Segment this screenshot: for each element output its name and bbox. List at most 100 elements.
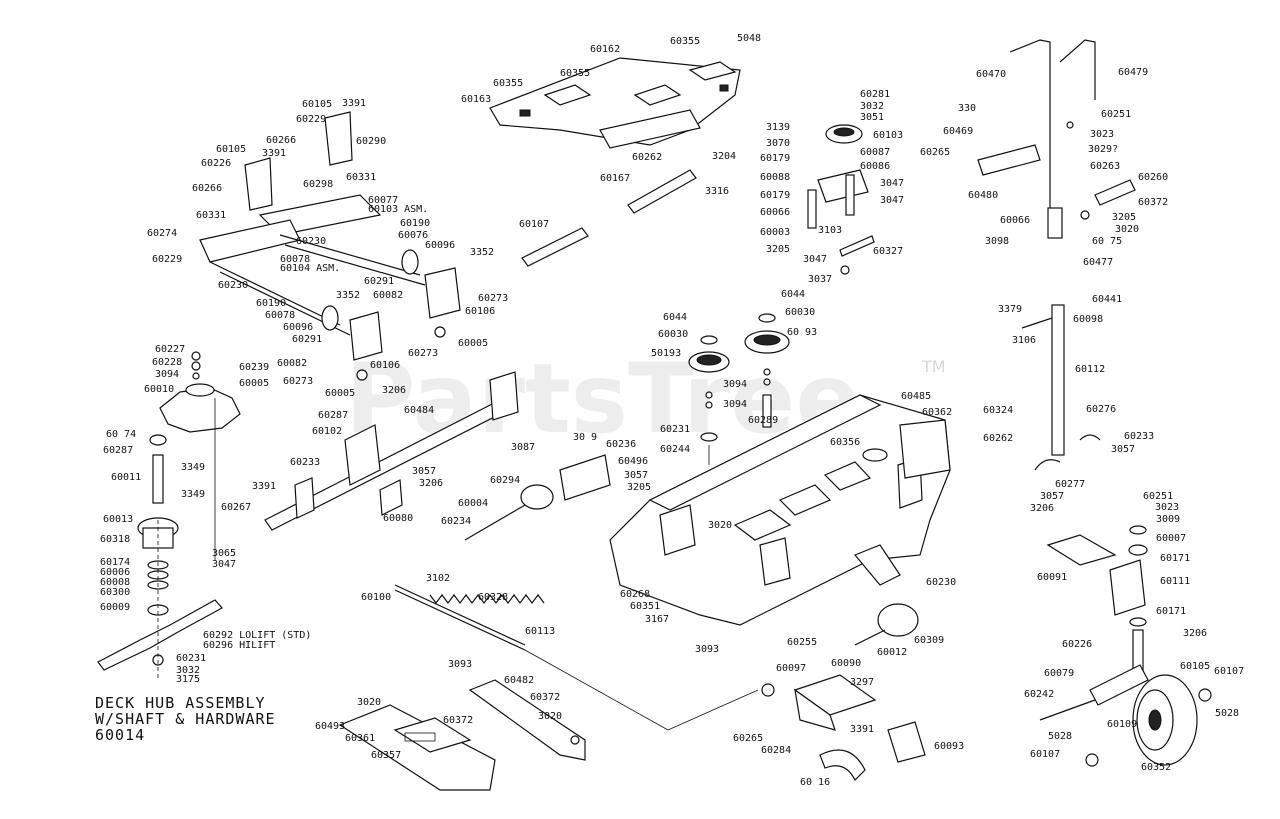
part-label-3094: 3094 — [723, 379, 747, 390]
part-label-60005: 60005 — [325, 388, 355, 399]
part-label-50193: 50193 — [651, 348, 681, 359]
part-label-60228: 60228 — [152, 357, 182, 368]
part-label-60355: 60355 — [670, 36, 700, 47]
deck-hub-assembly — [97, 351, 241, 680]
bottom-plate-60493 — [338, 704, 496, 791]
part-label-60231: 60231 — [660, 424, 690, 435]
part-label-60255: 60255 — [787, 637, 817, 648]
part-label-60351: 60351 — [630, 601, 660, 612]
part-label-3047: 3047 — [880, 195, 904, 206]
part-label-60163: 60163 — [461, 94, 491, 105]
part-label-60290: 60290 — [356, 136, 386, 147]
part-label-60004: 60004 — [458, 498, 488, 509]
part-label-330: 330 — [958, 103, 976, 114]
part-label-60309: 60309 — [914, 635, 944, 646]
part-label-3070: 3070 — [766, 138, 790, 149]
part-label-60236: 60236 — [606, 439, 636, 450]
part-label-3391: 3391 — [262, 148, 286, 159]
part-label-60090: 60090 — [831, 658, 861, 669]
part-label-60008: 60008 — [100, 577, 130, 588]
part-label-3106: 3106 — [1012, 335, 1036, 346]
part-label-60012: 60012 — [877, 647, 907, 658]
part-label-60106: 60106 — [465, 306, 495, 317]
part-label-60233: 60233 — [1124, 431, 1154, 442]
spring-rod-60113 — [394, 584, 759, 731]
part-label-60007: 60007 — [1156, 533, 1186, 544]
part-label-3098: 3098 — [985, 236, 1009, 247]
part-label-6044: 6044 — [781, 289, 805, 300]
part-label-60273: 60273 — [478, 293, 508, 304]
part-label-60105: 60105 — [1180, 661, 1210, 672]
hub-caption-line2: W/SHAFT & HARDWARE — [95, 710, 276, 728]
part-label-60107: 60107 — [1214, 666, 1244, 677]
hub-caption: DECK HUB ASSEMBLY W/SHAFT & HARDWARE 600… — [95, 694, 276, 744]
part-label-60268: 60268 — [620, 589, 650, 600]
part-label-3029-: 3029? — [1088, 144, 1118, 155]
part-label-60233: 60233 — [290, 457, 320, 468]
part-label-60291: 60291 — [292, 334, 322, 345]
part-label-60093: 60093 — [934, 741, 964, 752]
part-label-60105: 60105 — [302, 99, 332, 110]
part-label-60010: 60010 — [144, 384, 174, 395]
part-label-3094: 3094 — [155, 369, 179, 380]
part-label-3391: 3391 — [850, 724, 874, 735]
part-label-3297: 3297 — [850, 677, 874, 688]
part-label-60080: 60080 — [383, 513, 413, 524]
part-label-3206: 3206 — [382, 385, 406, 396]
bracket-assembly-60090 — [761, 674, 926, 782]
part-label-60013: 60013 — [103, 514, 133, 525]
part-label-60239: 60239 — [239, 362, 269, 373]
mower-deck-housing — [609, 394, 951, 626]
part-label-60265: 60265 — [733, 733, 763, 744]
part-label-60493: 60493 — [315, 721, 345, 732]
part-label-3020: 3020 — [708, 520, 732, 531]
part-label-60066: 60066 — [1000, 215, 1030, 226]
part-label-60485: 60485 — [901, 391, 931, 402]
part-label-60477: 60477 — [1083, 257, 1113, 268]
part-label-60231: 60231 — [176, 653, 206, 664]
part-label-60298: 60298 — [303, 179, 333, 190]
part-label-3057: 3057 — [412, 466, 436, 477]
part-label-3205: 3205 — [1112, 212, 1136, 223]
part-label-60242: 60242 — [1024, 689, 1054, 700]
roller-60294 — [464, 484, 554, 541]
part-label-60082: 60082 — [277, 358, 307, 369]
part-label-60112: 60112 — [1075, 364, 1105, 375]
part-label-3205: 3205 — [766, 244, 790, 255]
part-label-60005: 60005 — [458, 338, 488, 349]
handle-assembly — [977, 39, 1136, 239]
part-label-60066: 60066 — [760, 207, 790, 218]
part-label-3087: 3087 — [511, 442, 535, 453]
lift-shaft-assembly — [199, 111, 461, 381]
caster-wheel-assembly — [1039, 525, 1212, 767]
deck-cover-plates — [489, 57, 741, 149]
part-label-5028: 5028 — [1215, 708, 1239, 719]
part-label-3349: 3349 — [181, 489, 205, 500]
part-label-60107: 60107 — [1030, 749, 1060, 760]
part-label-60294: 60294 — [490, 475, 520, 486]
part-label-60251: 60251 — [1143, 491, 1173, 502]
part-label-60091: 60091 — [1037, 572, 1067, 583]
part-label-60005: 60005 — [239, 378, 269, 389]
part-label-3020: 3020 — [538, 711, 562, 722]
part-label-60006: 60006 — [100, 567, 130, 578]
part-label-60-75: 60 75 — [1092, 236, 1122, 247]
part-label-3023: 3023 — [1090, 129, 1114, 140]
part-label-60079: 60079 — [1044, 668, 1074, 679]
part-label-3047: 3047 — [803, 254, 827, 265]
part-label-60174: 60174 — [100, 557, 130, 568]
part-label-3094: 3094 — [723, 399, 747, 410]
part-label-3065: 3065 — [212, 548, 236, 559]
support-bracket-60167 — [627, 169, 697, 214]
part-label-60266: 60266 — [266, 135, 296, 146]
part-label-60262: 60262 — [632, 152, 662, 163]
part-label-60234: 60234 — [441, 516, 471, 527]
part-label-3316: 3316 — [705, 186, 729, 197]
part-label-60266: 60266 — [192, 183, 222, 194]
part-label-60003: 60003 — [760, 227, 790, 238]
part-label-60273: 60273 — [408, 348, 438, 359]
part-label-3020: 3020 — [1115, 224, 1139, 235]
part-label-3352: 3352 — [336, 290, 360, 301]
